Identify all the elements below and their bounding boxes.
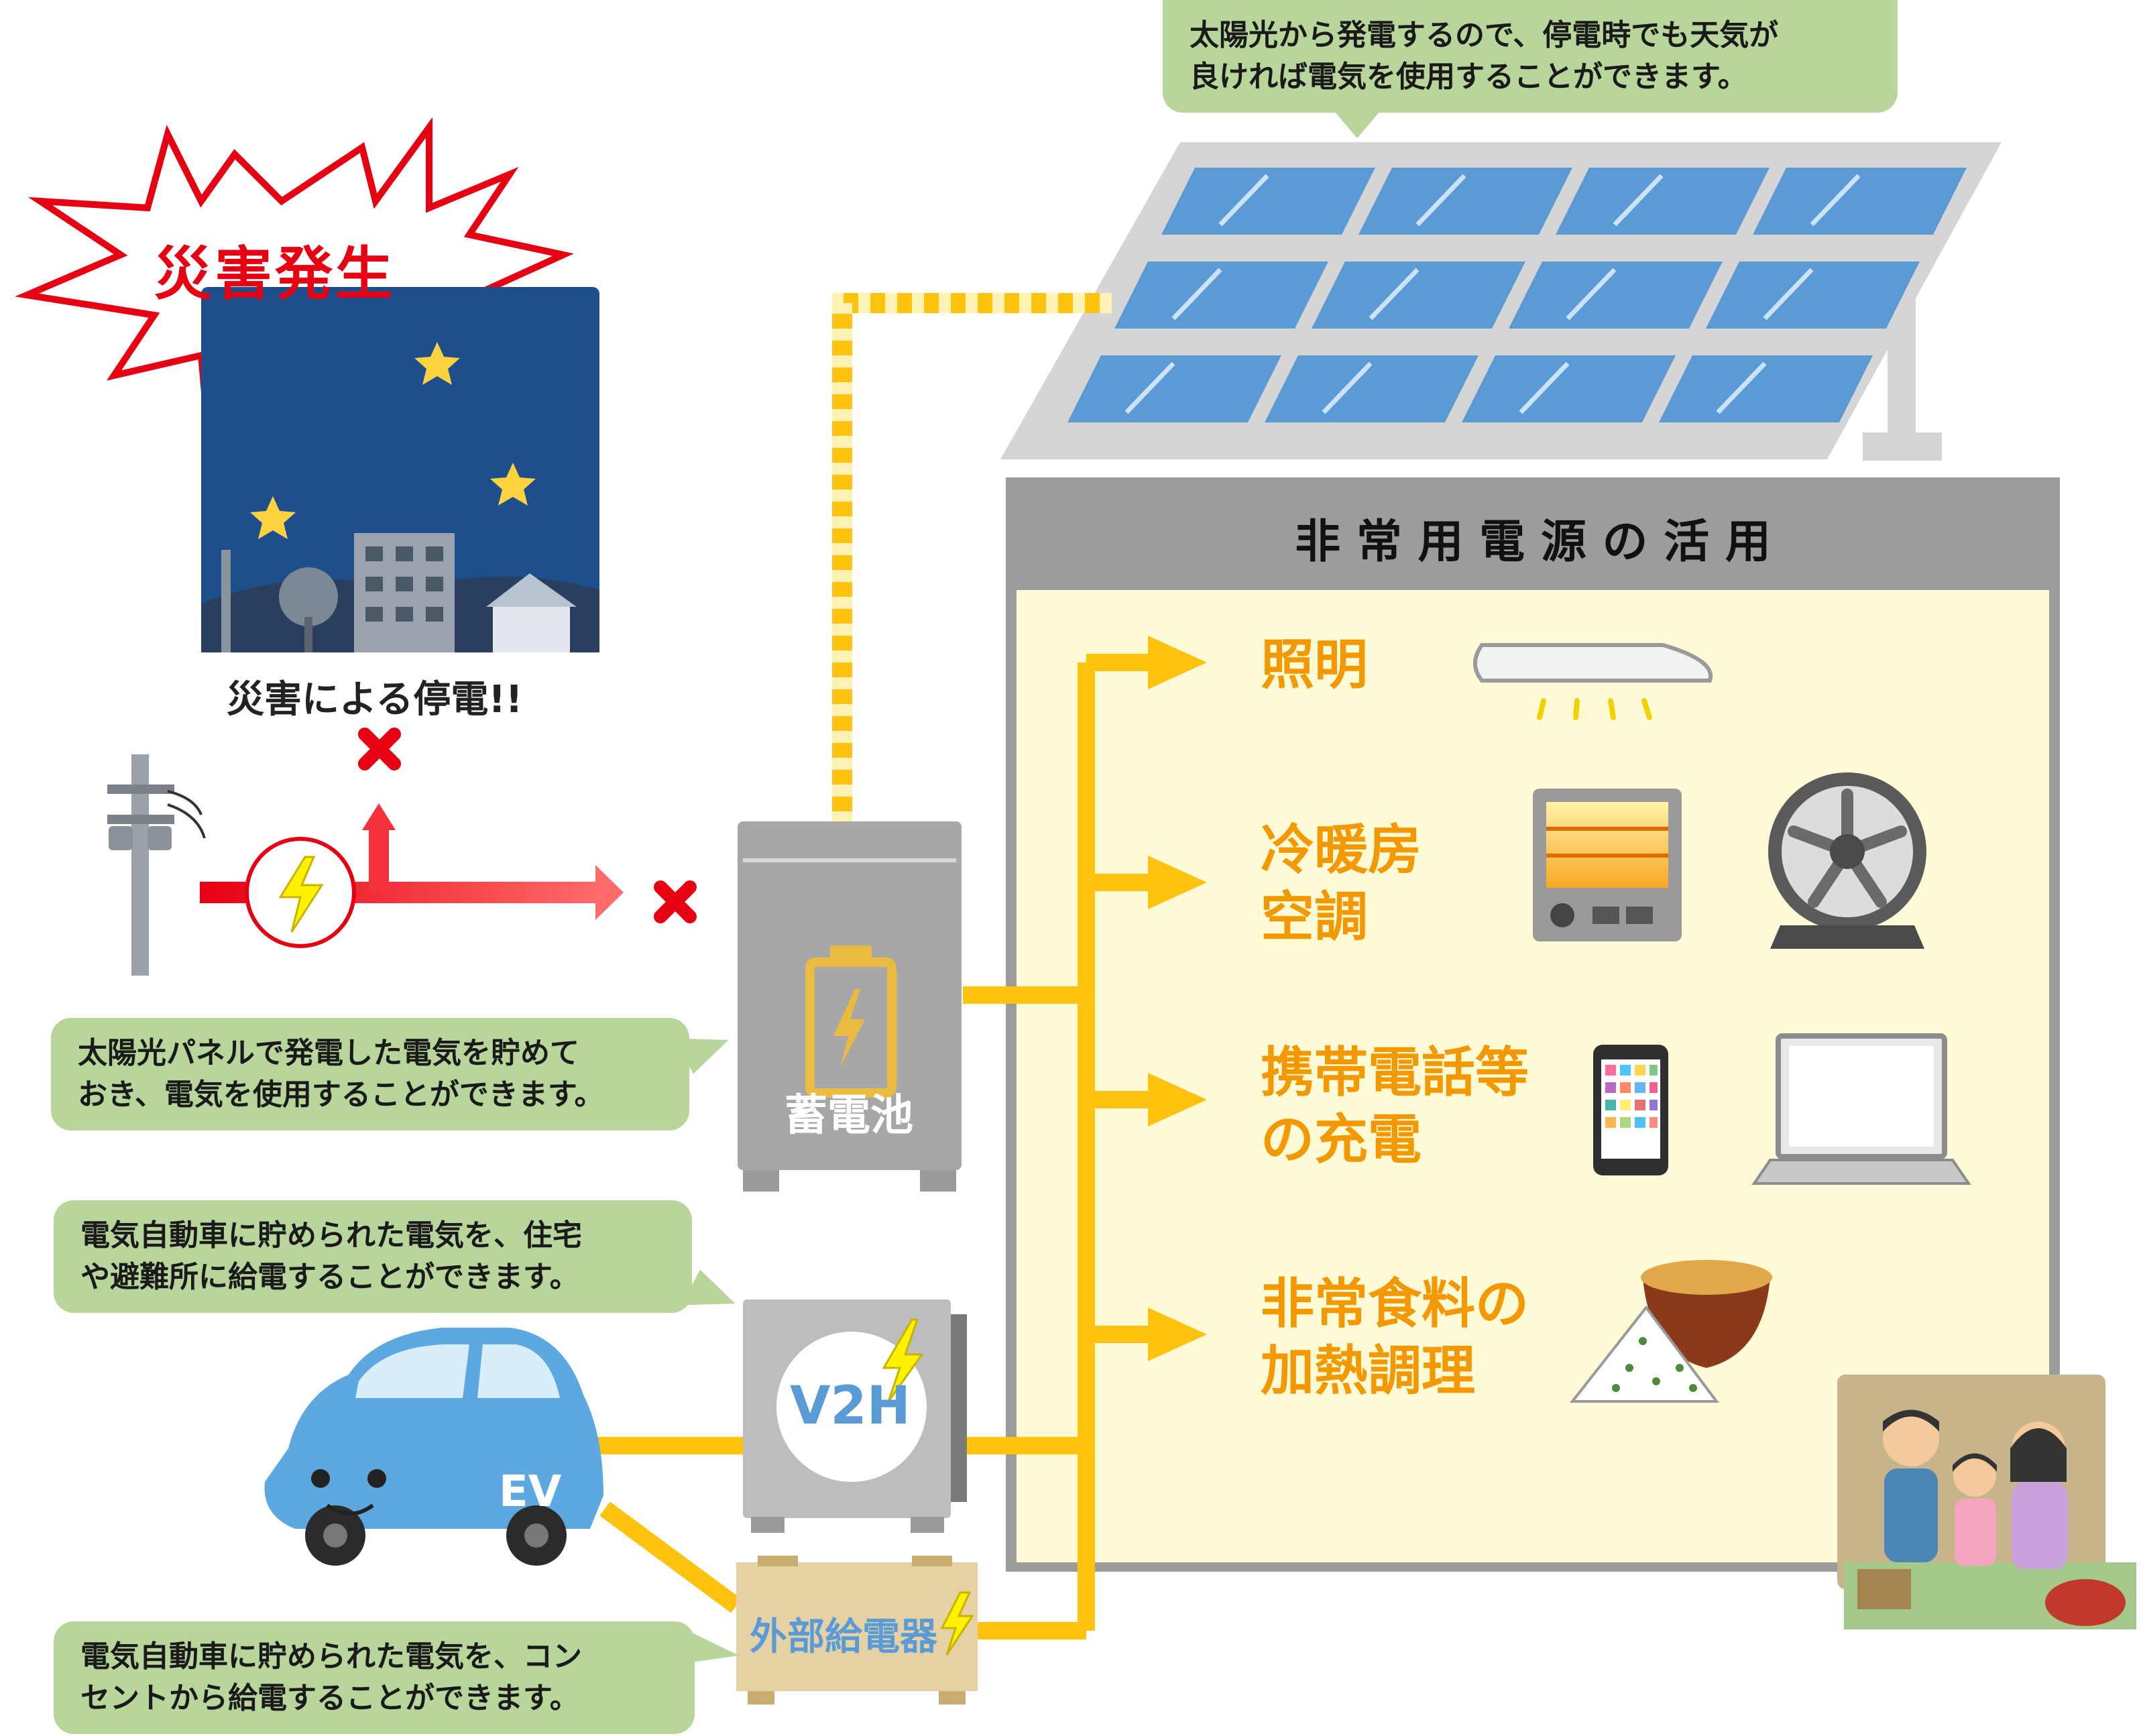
solar-info-line2: 良ければ電気を使用することができます。	[1190, 60, 1747, 94]
usage-item-label: 携帯電話等	[1261, 1041, 1529, 1104]
star-icon	[250, 496, 296, 539]
v2h-label: V2H	[790, 1376, 911, 1436]
cross-mark-icon	[358, 728, 401, 770]
battery-info-line2: おき、電気を使用することができます。	[78, 1078, 604, 1112]
charger-info-bubble: 電気自動車に貯められた電気を、コン セントから給電することができます。	[54, 1621, 695, 1734]
night-scene	[201, 287, 599, 652]
food-icon	[1569, 1260, 1772, 1403]
utility-pole	[107, 754, 206, 976]
usage-item-label: 加熱調理	[1261, 1340, 1475, 1402]
lightning-icon	[940, 1591, 974, 1656]
solar-info-bubble: 太陽光から発電するので、停電時でも天気が 良ければ電気を使用することができます。	[1163, 0, 1898, 113]
night-scene-caption: 災害による停電!!	[227, 678, 523, 721]
charger-label: 外部給電器	[750, 1615, 937, 1659]
evacuation-family-illustration	[1837, 1375, 2136, 1629]
usage-item-label: 冷暖房	[1261, 819, 1422, 881]
smartphone-icon	[1593, 1045, 1668, 1175]
battery-icon	[805, 958, 896, 1098]
charger-info-line2: セントから給電することができます。	[80, 1681, 579, 1715]
battery-info-bubble: 太陽光パネルで発電した電気を貯めて おき、電気を使用することができます。	[51, 1018, 689, 1131]
usage-item-label: の充電	[1261, 1108, 1422, 1171]
ev-info-bubble: 電気自動車に貯められた電気を、住宅 や避難所に給電することができます。	[54, 1200, 692, 1313]
panel-title: 非 常 用 電 源 の 活 用	[1295, 516, 1771, 569]
solar-panel	[1000, 142, 2002, 461]
usage-item-food-heating: 非常食料の 加熱調理	[1261, 1271, 1529, 1405]
star-icon	[414, 342, 460, 385]
disaster-burst-label: 災害発生	[154, 241, 396, 308]
electric-car	[264, 1328, 603, 1566]
usage-item-heating-cooling: 冷暖房 空調	[1261, 817, 1422, 951]
ev-info-line1: 電気自動車に貯められた電気を、住宅	[80, 1218, 582, 1253]
solar-info-line1: 太陽光から発電するので、停電時でも天気が	[1190, 18, 1779, 52]
external-charger	[736, 1556, 978, 1704]
charger-bubble-pointer	[692, 1633, 739, 1662]
star-icon	[490, 463, 536, 506]
heater-icon	[1533, 789, 1682, 941]
battery-label: 蓄電池	[785, 1091, 913, 1141]
ev-info-line2: や避難所に給電することができます。	[80, 1260, 579, 1294]
usage-item-label: 照明	[1261, 634, 1368, 696]
usage-item-lighting: 照明	[1261, 632, 1368, 699]
usage-item-label: 非常食料の	[1261, 1273, 1529, 1335]
solar-bubble-pointer	[1334, 111, 1380, 138]
usage-item-label: 空調	[1261, 886, 1368, 948]
ev-label: EV	[499, 1467, 562, 1517]
usage-item-phone-charging: 携帯電話等 の充電	[1261, 1039, 1529, 1173]
laptop-icon	[1751, 1033, 1971, 1185]
grid-line	[200, 803, 624, 948]
distribution-wiring	[583, 654, 1153, 1639]
charger-info-line1: 電気自動車に貯められた電気を、コン	[80, 1639, 582, 1674]
storage-battery	[738, 821, 962, 1192]
v2h-unit	[743, 1299, 967, 1533]
ceiling-light-icon	[1473, 643, 1713, 720]
lightning-icon	[882, 1318, 924, 1402]
electric-fan-icon	[1768, 772, 1926, 949]
distribution-arrowheads	[1148, 636, 1207, 1361]
battery-info-line1: 太陽光パネルで発電した電気を貯めて	[78, 1036, 579, 1070]
solar-to-battery-line	[832, 293, 1112, 821]
cross-mark-icon	[654, 880, 697, 923]
